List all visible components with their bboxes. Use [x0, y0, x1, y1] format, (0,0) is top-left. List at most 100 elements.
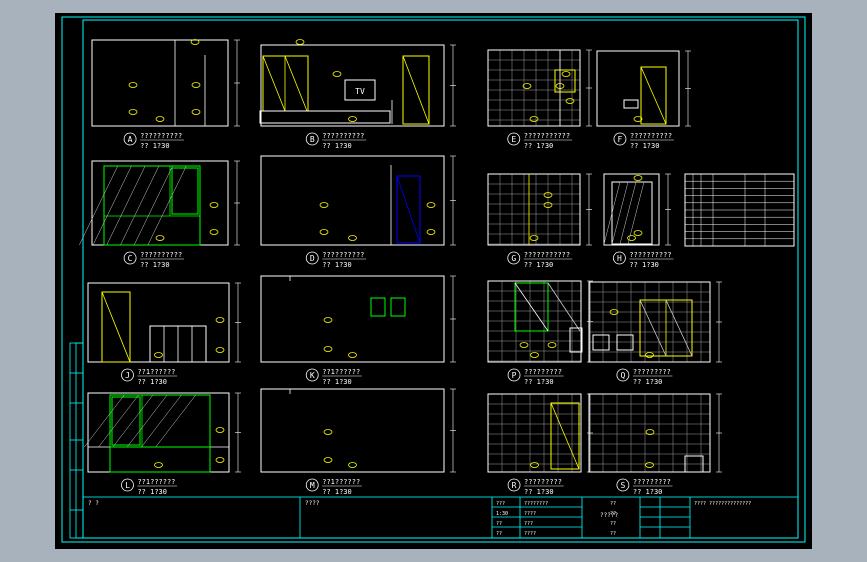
door-frame [396, 175, 421, 244]
material-tag-mark [426, 202, 436, 208]
window-frame [514, 282, 549, 332]
title-table-cell: ?? [496, 521, 502, 527]
wall-outline-r [487, 393, 582, 473]
elevation-view-q: Q??????????? 1?30 [588, 281, 722, 386]
glass-hatch [84, 394, 196, 448]
wall-outline-m [260, 388, 445, 473]
material-tag [155, 235, 165, 241]
elevation-view-j: J??1???????? 1?30 [87, 282, 241, 386]
view-marker-circle [123, 132, 137, 146]
material-tag [348, 116, 357, 122]
material-tag [128, 82, 138, 88]
view-marker-letter: A [128, 135, 133, 144]
material-tag [519, 342, 529, 348]
window-swing [262, 55, 286, 112]
fixture [623, 99, 639, 109]
dimension-line [685, 50, 691, 127]
material-tag [154, 462, 163, 468]
material-tag [565, 98, 575, 104]
fixture [684, 455, 704, 473]
view-caption: ????????? [633, 368, 671, 376]
material-tag [215, 457, 225, 463]
material-tag-mark [565, 98, 575, 104]
window-lower [109, 446, 211, 473]
title-table-cell: ?? [496, 531, 502, 537]
view-scale: ?? 1?30 [140, 142, 170, 150]
view-marker-circle [305, 132, 319, 146]
material-tag-mark [128, 109, 138, 115]
material-tag [332, 71, 342, 77]
window-swing [284, 55, 308, 112]
wall-outline-p [487, 280, 582, 363]
material-tag-mark [530, 352, 539, 358]
material-tag-mark [633, 230, 643, 236]
material-tag [319, 202, 329, 208]
material-tag [530, 462, 539, 468]
material-tag-mark [348, 462, 357, 468]
material-tag-mark [319, 202, 329, 208]
elevation-view-h: H???????????? 1?30 [603, 173, 674, 269]
dimension-line [450, 155, 456, 246]
view-scale: ?? 1?30 [322, 378, 352, 386]
view-marker-letter: P [512, 371, 517, 380]
view-marker-circle [305, 368, 319, 382]
material-tag [190, 39, 200, 45]
door-swing [402, 55, 430, 125]
view-scale: ?? 1?30 [137, 378, 167, 386]
outer-frame [61, 16, 806, 543]
material-tag [319, 229, 329, 235]
material-tag-mark [645, 462, 654, 468]
view-marker-circle [123, 251, 137, 265]
wall-outline-a [91, 39, 229, 127]
view-marker-letter: C [128, 254, 133, 263]
door-swing [101, 291, 131, 363]
elevation-view-a: A???????????? 1?30 [91, 39, 240, 150]
title-table-cell: ???? [524, 511, 536, 517]
hatch-line [98, 394, 139, 448]
view-scale: ?? 1?30 [630, 142, 660, 150]
view-marker-letter: F [618, 135, 623, 144]
material-tag [530, 352, 539, 358]
material-tag [645, 429, 655, 435]
wall-outline-s [588, 393, 711, 473]
view-caption: ????????? [524, 478, 562, 486]
view-scale: ?? 1?30 [322, 261, 352, 269]
material-schedule [684, 173, 795, 247]
dimension-line [665, 173, 671, 246]
material-tag-mark [627, 235, 636, 241]
dimension-line [234, 160, 240, 246]
view-marker-circle [616, 478, 630, 492]
view-caption: ?????????? [322, 132, 364, 140]
material-tag [215, 317, 225, 323]
dimension-line [450, 44, 456, 127]
glass-hatch-line [665, 299, 693, 357]
view-caption: ??1?????? [322, 478, 360, 486]
view-marker-letter: E [511, 135, 516, 144]
view-scale: ?? 1?30 [633, 378, 663, 386]
material-tag-mark [190, 39, 200, 45]
tv-cabinet [259, 110, 391, 124]
material-tag [323, 429, 333, 435]
view-scale: ?? 1?30 [140, 261, 170, 269]
glass-hatch [79, 165, 187, 246]
title-block [82, 496, 799, 539]
wall-outline-e [487, 49, 581, 127]
door-frame [640, 66, 667, 125]
wall-outline-h [603, 173, 660, 246]
title-table-cell: ??? [496, 501, 505, 507]
picture-frame [390, 297, 406, 317]
door-frame [101, 291, 131, 363]
material-tag-mark [128, 82, 138, 88]
title-table-cell: ??? [524, 521, 533, 527]
material-tag [561, 71, 571, 77]
material-tag [543, 192, 553, 198]
view-marker-letter: B [310, 135, 315, 144]
wall-outline-k [260, 275, 445, 363]
material-tag-mark [348, 116, 357, 122]
hatch-line [603, 181, 621, 245]
material-tag-mark [645, 352, 654, 358]
material-tag [543, 202, 553, 208]
wall-outline-b [260, 44, 445, 127]
hatch-line [611, 181, 629, 245]
